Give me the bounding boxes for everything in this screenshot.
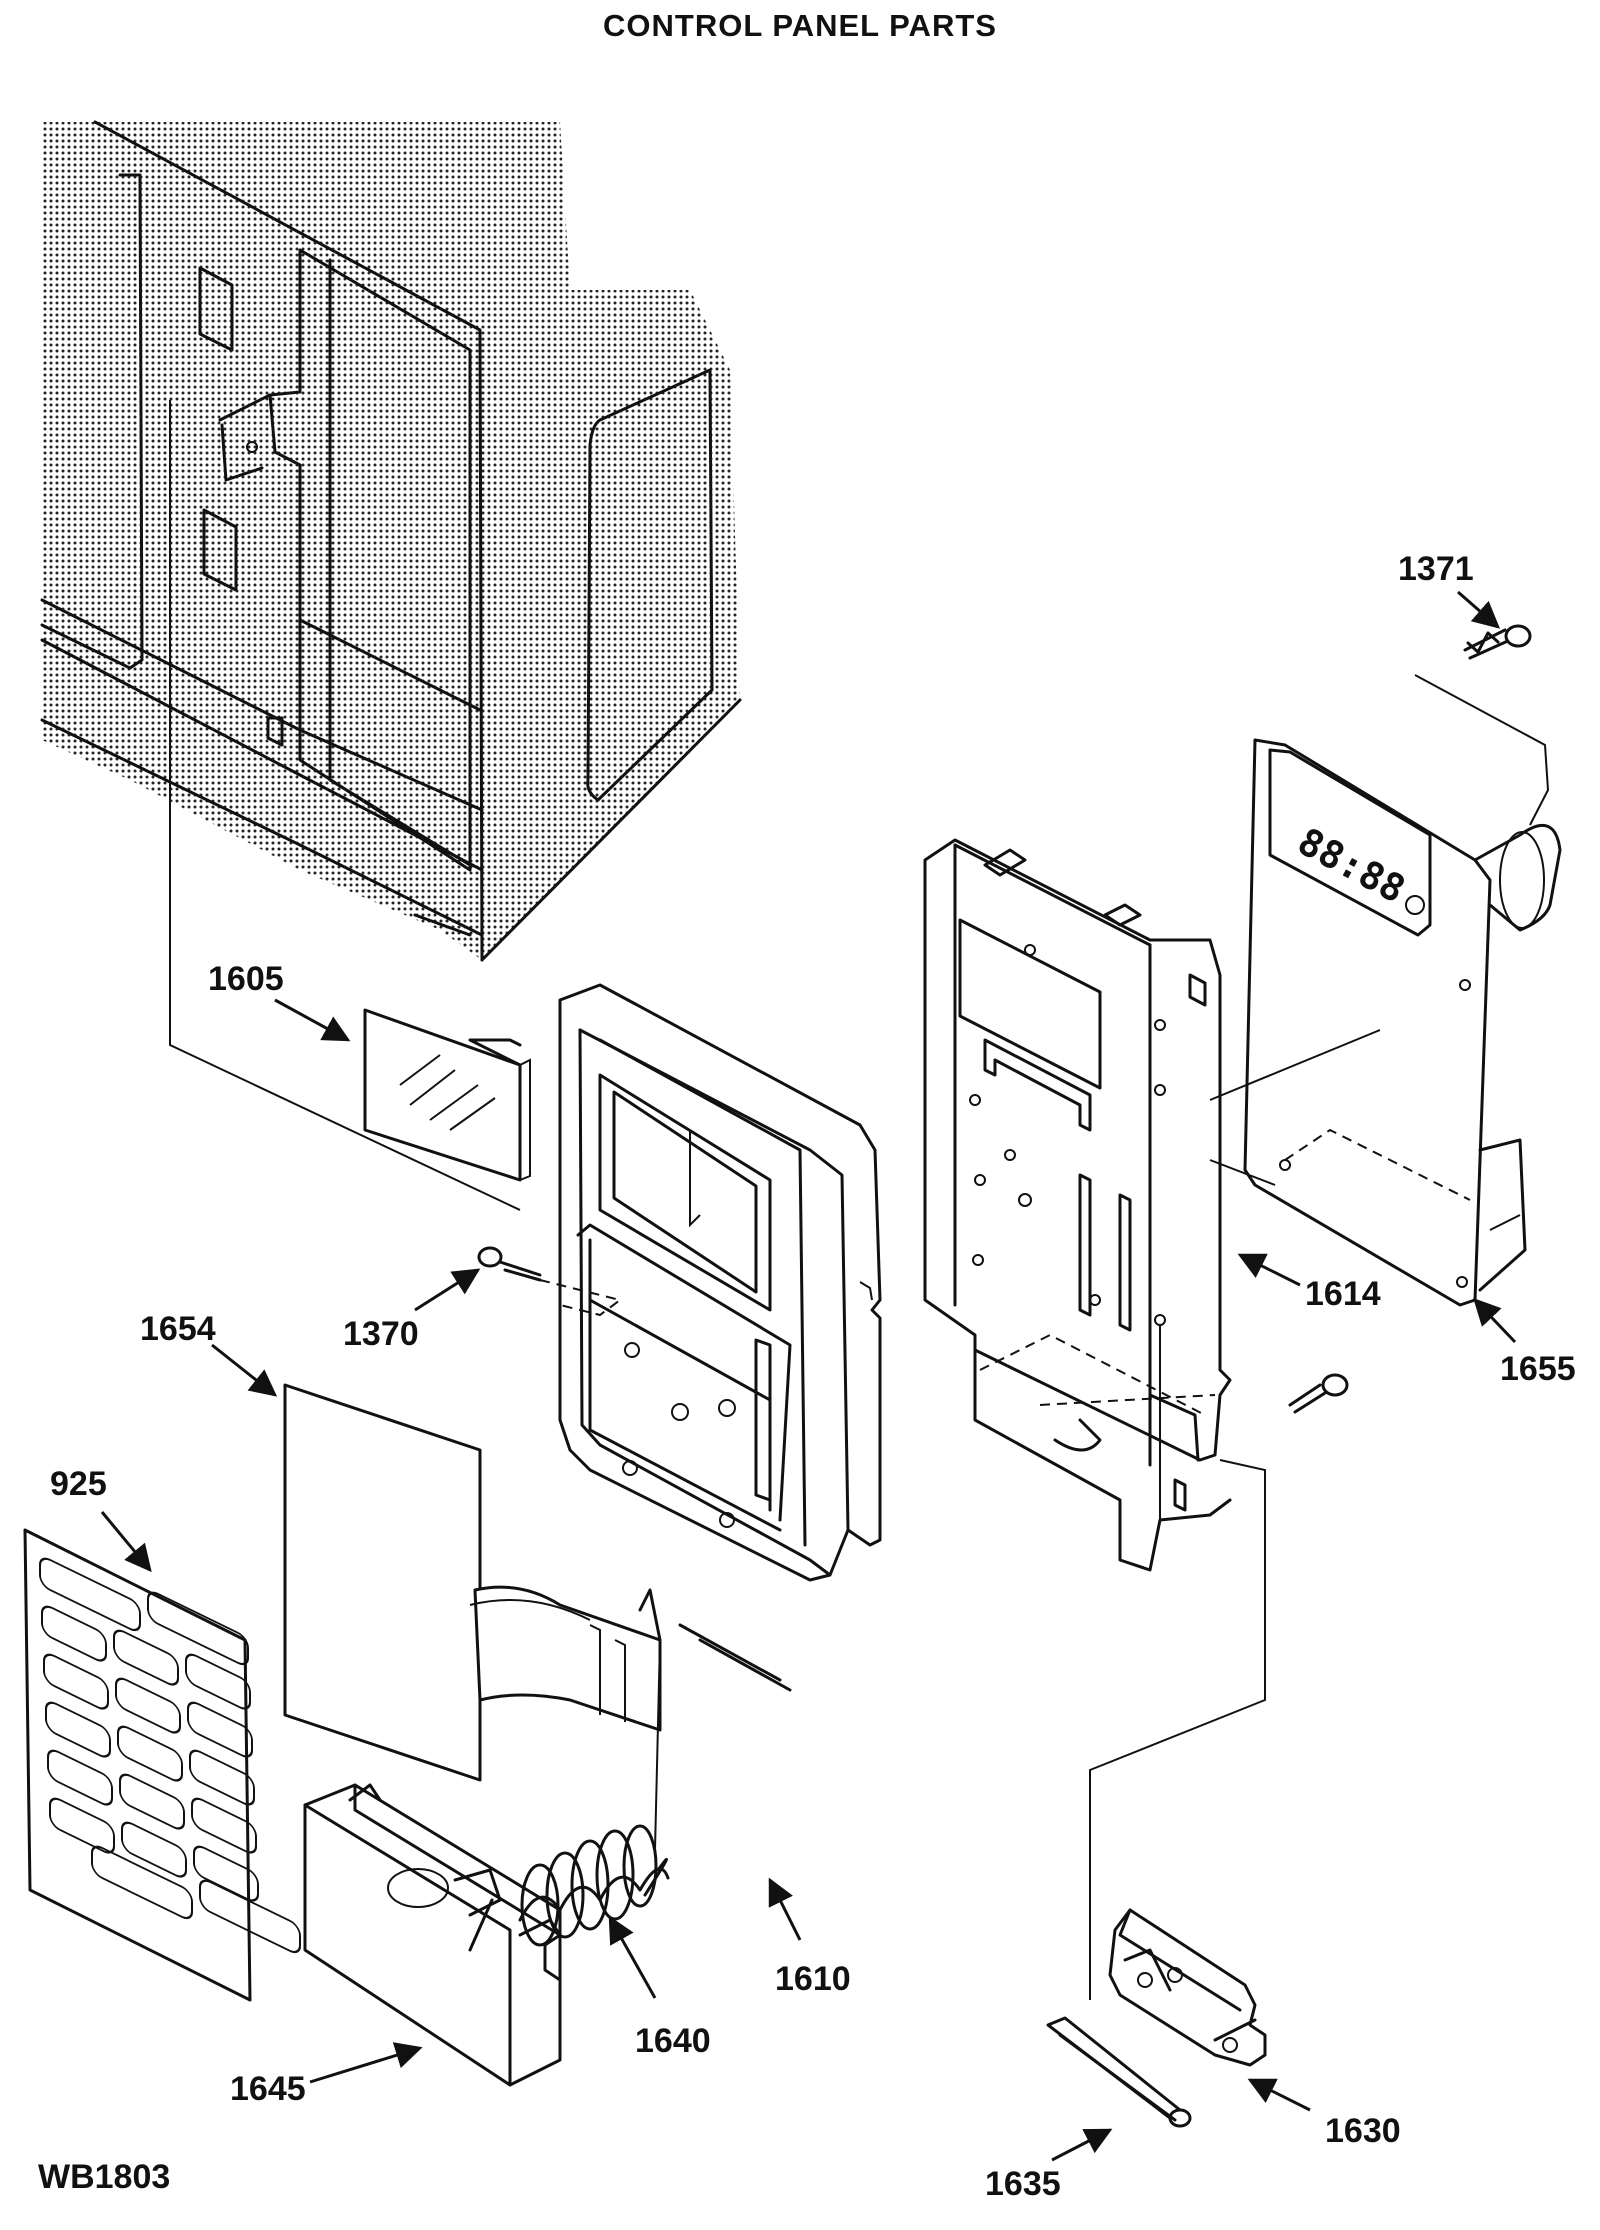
label-1655: 1655 xyxy=(1500,1350,1576,1388)
drawing-number: WB1803 xyxy=(38,2158,170,2196)
label-1645: 1645 xyxy=(230,2070,306,2108)
leader-board-lower xyxy=(1209,1159,1276,1186)
arrow-1630 xyxy=(1247,2078,1311,2112)
arrow-1614 xyxy=(1237,1253,1301,1287)
label-1371: 1371 xyxy=(1398,550,1474,588)
keypad-key xyxy=(147,1591,249,1666)
keypad-overlay-925 xyxy=(23,1528,301,2002)
door-release-button-1645 xyxy=(303,1783,562,2087)
keypad-key xyxy=(189,1749,255,1806)
label-1370: 1370 xyxy=(343,1315,419,1353)
keypad-key xyxy=(191,1797,257,1854)
arrow-1610 xyxy=(768,1877,802,1941)
leader-board xyxy=(1209,1029,1381,1101)
arrow-1605 xyxy=(274,998,351,1042)
hinge-bracket-1630 xyxy=(1108,1908,1267,2067)
keypad-key xyxy=(41,1605,107,1662)
screw-chassis xyxy=(1288,1373,1349,1414)
leader-1371 xyxy=(1414,674,1550,826)
keypad-key xyxy=(91,1845,193,1920)
screw-1371 xyxy=(1463,624,1532,660)
arrow-1655 xyxy=(1473,1298,1517,1344)
screw-1370 xyxy=(477,1246,623,1317)
control-panel-frame-1610 xyxy=(558,983,882,1692)
keypad-key xyxy=(187,1701,253,1758)
keypad-key xyxy=(113,1629,179,1686)
arrow-925 xyxy=(100,1511,152,1573)
arrow-1635 xyxy=(1051,2128,1113,2162)
leader-1630 xyxy=(1089,1459,1266,2000)
leader-1605 xyxy=(169,400,521,1211)
page-title: CONTROL PANEL PARTS xyxy=(603,8,997,43)
arrow-1645 xyxy=(309,2042,423,2084)
control-chassis-1614 xyxy=(923,838,1232,1572)
window-1605 xyxy=(363,1008,531,1182)
arrow-1370 xyxy=(414,1268,481,1312)
keypad-key xyxy=(193,1845,259,1902)
keypad-key xyxy=(45,1701,111,1758)
keypad-key xyxy=(119,1773,185,1830)
keypad-key xyxy=(47,1749,113,1806)
leader-spring-to-frame xyxy=(654,1639,661,1851)
arrow-1371 xyxy=(1457,590,1501,629)
label-1614: 1614 xyxy=(1305,1275,1381,1313)
keypad-key xyxy=(117,1725,183,1782)
label-1610: 1610 xyxy=(775,1960,851,1998)
keyboard-membrane-1654 xyxy=(283,1383,662,1782)
label-925: 925 xyxy=(50,1465,107,1503)
spring-1640 xyxy=(468,1824,670,1952)
cabinet-front xyxy=(40,120,742,962)
label-1654: 1654 xyxy=(140,1310,216,1348)
label-1635: 1635 xyxy=(985,2165,1061,2203)
label-1605: 1605 xyxy=(208,960,284,998)
keypad-keys xyxy=(39,1557,301,1954)
keypad-key xyxy=(185,1653,251,1710)
pointer-arrows xyxy=(100,590,1517,2162)
keypad-key xyxy=(199,1879,301,1954)
keypad-key xyxy=(43,1653,109,1710)
keypad-key xyxy=(121,1821,187,1878)
label-1630: 1630 xyxy=(1325,2112,1401,2150)
keypad-key xyxy=(115,1677,181,1734)
circuit-board-1655: 88:88 xyxy=(1243,738,1562,1307)
keypad-key xyxy=(39,1557,141,1632)
arrow-1640 xyxy=(608,1915,657,1999)
label-1640: 1640 xyxy=(635,2022,711,2060)
keypad-key xyxy=(49,1797,115,1854)
arrow-1654 xyxy=(211,1343,278,1397)
hinge-pin-1635 xyxy=(1046,2016,1192,2128)
